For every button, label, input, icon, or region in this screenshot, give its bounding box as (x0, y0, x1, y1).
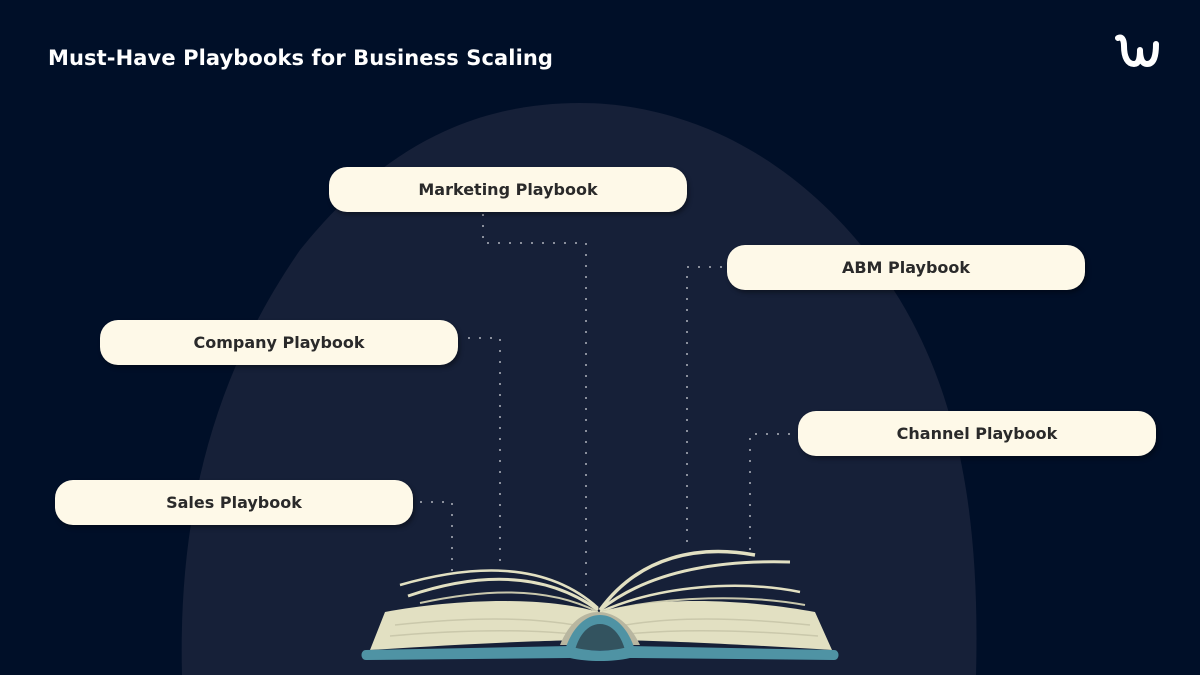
company-playbook-label: Company Playbook (193, 333, 365, 352)
sales-playbook-label: Sales Playbook (166, 493, 302, 512)
connector-marketing (482, 214, 587, 595)
connector-lines (420, 214, 790, 595)
channel-playbook-node[interactable]: Channel Playbook (798, 411, 1156, 456)
marketing-playbook-label: Marketing Playbook (418, 180, 598, 199)
w-brand-logo-icon (1115, 34, 1159, 67)
sales-playbook-node[interactable]: Sales Playbook (55, 480, 413, 525)
connector-abm (686, 266, 722, 545)
marketing-playbook-node[interactable]: Marketing Playbook (329, 167, 687, 212)
abm-playbook-node[interactable]: ABM Playbook (727, 245, 1085, 290)
company-playbook-node[interactable]: Company Playbook (100, 320, 458, 365)
open-book-icon (361, 549, 839, 661)
abm-playbook-label: ABM Playbook (841, 258, 971, 277)
page-title: Must-Have Playbooks for Business Scaling (48, 46, 554, 70)
channel-playbook-label: Channel Playbook (896, 424, 1058, 443)
connector-company (468, 337, 501, 572)
